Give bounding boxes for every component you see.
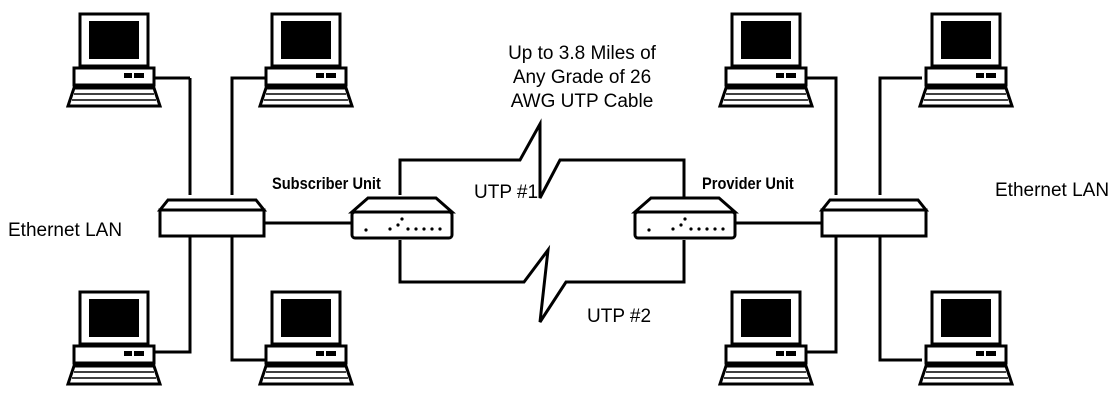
computer-icon bbox=[918, 12, 1014, 108]
subscriber-unit-label: Subscriber Unit bbox=[272, 174, 381, 193]
cable-note: Up to 3.8 Miles of Any Grade of 26 AWG U… bbox=[482, 42, 682, 114]
modem-icon bbox=[350, 196, 454, 240]
computer-icon bbox=[66, 290, 162, 386]
ethernet-lan-left-label: Ethernet LAN bbox=[8, 220, 123, 241]
computer-icon bbox=[258, 290, 354, 386]
modem-icon bbox=[633, 196, 737, 240]
cable-note-line1: Up to 3.8 Miles of bbox=[508, 43, 656, 64]
cable-note-line2: Any Grade of 26 bbox=[512, 67, 652, 88]
computer-icon bbox=[918, 290, 1014, 386]
computer-icon bbox=[258, 12, 354, 108]
utp-link-2 bbox=[398, 240, 686, 323]
computer-icon bbox=[66, 12, 162, 108]
hub-icon bbox=[820, 198, 928, 238]
cable-note-line3: AWG UTP Cable bbox=[510, 91, 654, 112]
computer-icon bbox=[718, 12, 814, 108]
utp-link-1 bbox=[398, 118, 686, 199]
hub-icon bbox=[158, 198, 266, 238]
provider-unit-label: Provider Unit bbox=[702, 174, 794, 193]
ethernet-lan-right-label: Ethernet LAN bbox=[995, 180, 1110, 201]
utp1-label: UTP #1 bbox=[474, 182, 539, 203]
utp2-label: UTP #2 bbox=[587, 306, 652, 327]
computer-icon bbox=[718, 290, 814, 386]
